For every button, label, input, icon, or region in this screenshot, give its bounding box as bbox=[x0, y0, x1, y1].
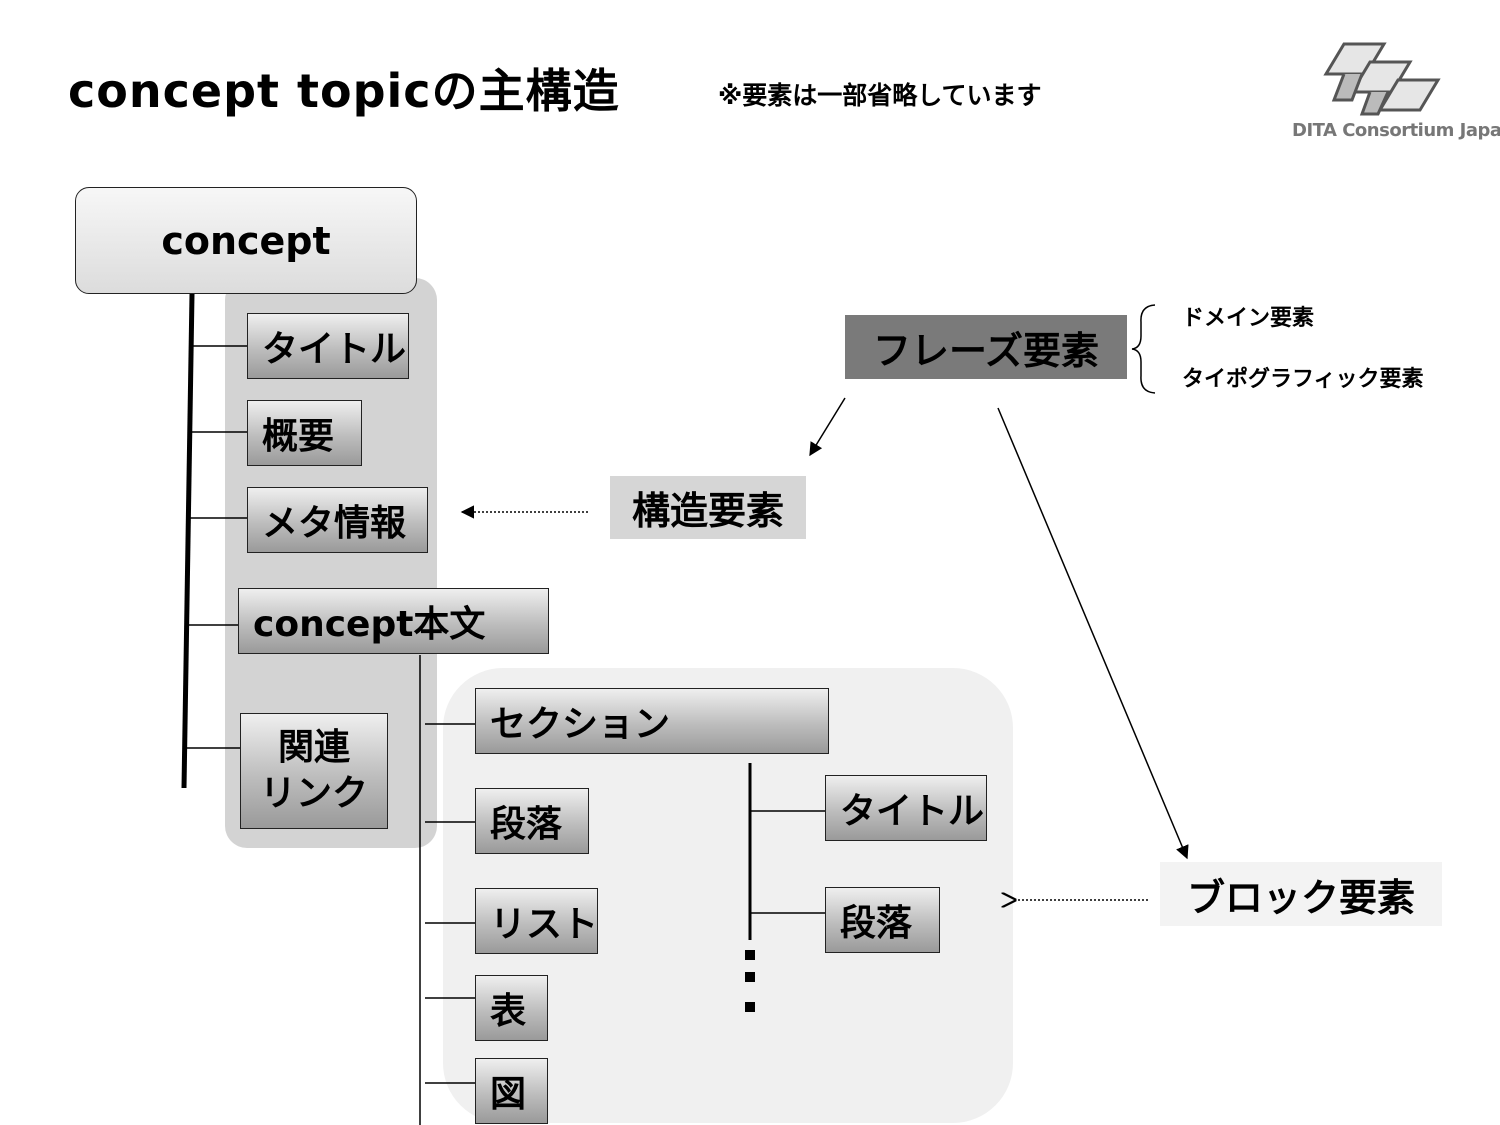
figure-node: 図 bbox=[475, 1058, 548, 1124]
title-node: タイトル bbox=[247, 313, 409, 379]
logo-text: DITA Consortium Japan bbox=[1292, 120, 1500, 141]
structure-element-tag: 構造要素 bbox=[610, 476, 806, 539]
section-node: セクション bbox=[475, 688, 829, 754]
conbody-node: concept本文 bbox=[238, 588, 549, 654]
table-node: 表 bbox=[475, 975, 548, 1041]
concept-root-node: concept bbox=[75, 187, 417, 294]
section-title-node: タイトル bbox=[825, 775, 987, 841]
typographic-element-label: タイポグラフィック要素 bbox=[1182, 367, 1424, 392]
phrase-element-tag: フレーズ要素 bbox=[845, 315, 1127, 379]
section-paragraph-node: 段落 bbox=[825, 887, 940, 953]
page-title: concept topicの主構造 bbox=[68, 64, 620, 118]
domain-element-label: ドメイン要素 bbox=[1182, 306, 1315, 331]
dcj-logo-icon bbox=[1323, 42, 1441, 116]
prolog-node: メタ情報 bbox=[247, 487, 428, 553]
shortdesc-node: 概要 bbox=[247, 400, 362, 466]
related-links-node: 関連 リンク bbox=[240, 713, 388, 829]
omission-note: ※要素は一部省略しています bbox=[718, 81, 1042, 110]
list-node: リスト bbox=[475, 888, 598, 954]
block-element-tag: ブロック要素 bbox=[1160, 862, 1442, 926]
paragraph-node: 段落 bbox=[475, 788, 589, 854]
